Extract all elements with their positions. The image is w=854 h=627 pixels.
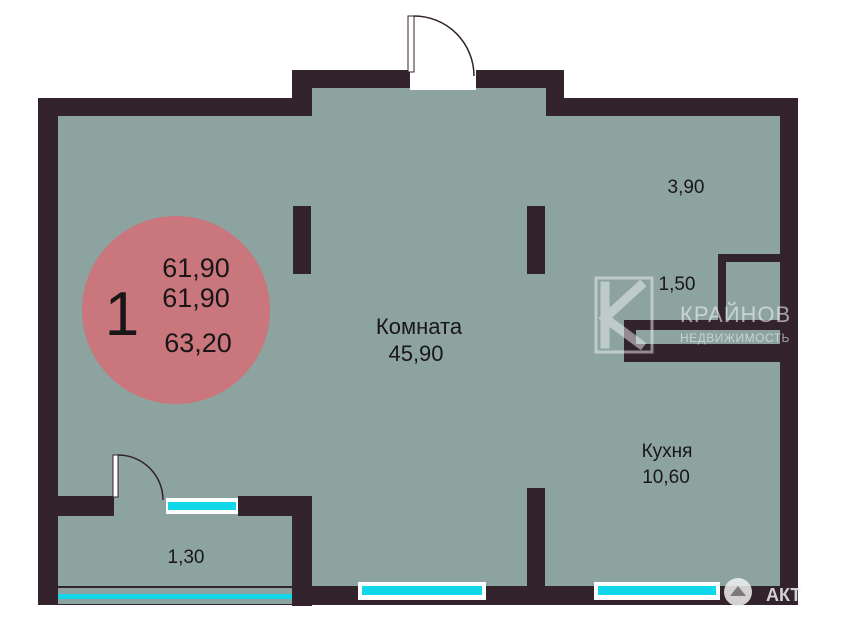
kitchen-wall-stub [527, 488, 545, 588]
entrance-gap [410, 70, 476, 90]
bathroom-wall-top [718, 254, 780, 262]
badge-area-living: 61,90 [162, 283, 230, 313]
corner-house-icon [730, 586, 746, 596]
badge-rooms: 1 [105, 280, 139, 349]
window-bottom-left-glass [58, 594, 292, 599]
watermark-k-icon [598, 279, 647, 351]
room-area-label: 45,90 [388, 341, 443, 366]
watermark-k-box [594, 276, 654, 354]
kitchen-name-label: Кухня [642, 441, 693, 462]
pillar-left [293, 206, 311, 274]
balcony-door-arc [117, 454, 164, 501]
badge-area-total: 61,90 [162, 253, 230, 283]
balcony-wall-right [292, 496, 312, 606]
window-room-glass [362, 586, 482, 595]
area-badge [82, 216, 270, 404]
watermark-logo [594, 276, 654, 354]
room-name-label: Комната [376, 314, 463, 339]
floor [58, 88, 780, 586]
pillar-right [527, 206, 545, 274]
window-kitchen-glass [598, 586, 716, 595]
bathroom-wall-left [718, 254, 726, 322]
balcony-wall-top-left [58, 496, 114, 516]
entrance-door-leaf [407, 15, 415, 73]
watermark-brand: КРАЙНОВ [680, 302, 791, 327]
balcony-window-glass [168, 502, 236, 510]
hall-area-label: 3,90 [668, 177, 705, 198]
entrance-door-arc [413, 15, 475, 77]
balcony-door-leaf [112, 454, 119, 498]
bathroom-area-label: 1,50 [659, 274, 696, 295]
corner-watermark-text: АКТ [766, 585, 801, 605]
badge-area-balcony: 63,20 [164, 328, 232, 358]
kitchen-area-label: 10,60 [642, 467, 690, 488]
watermark-subtitle: НЕДВИЖИМОСТЬ [680, 331, 790, 345]
balcony-area-label: 1,30 [168, 547, 205, 568]
bathroom-shelf-inner [636, 330, 780, 344]
